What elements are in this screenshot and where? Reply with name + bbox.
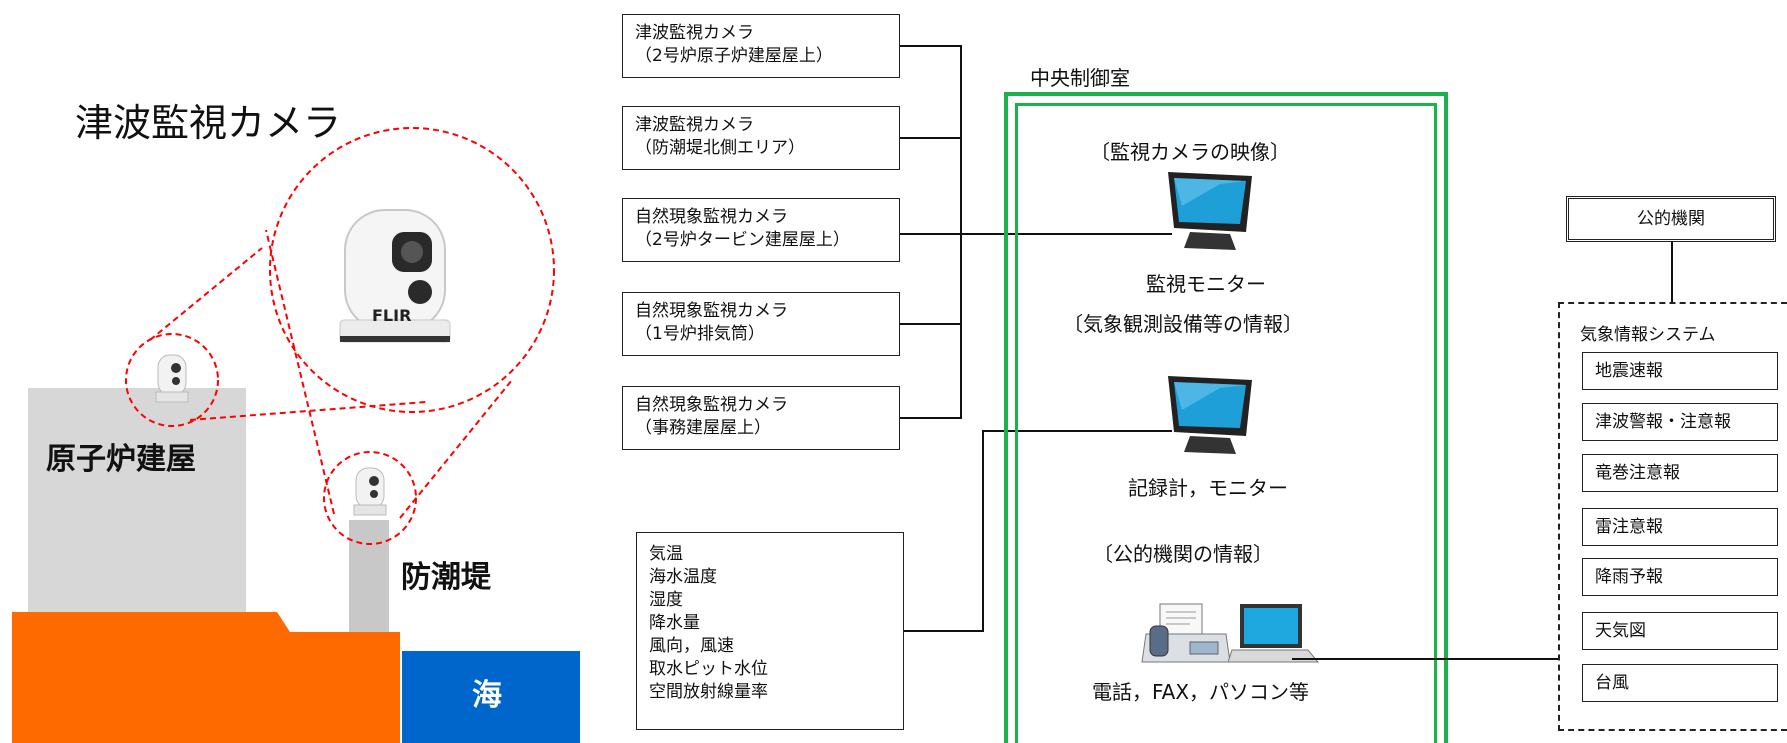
camera-box-2-line2: （防潮堤北側エリア） (635, 138, 805, 158)
camera-box-1: 津波監視カメラ （2号炉原子炉建屋屋上） (622, 14, 900, 78)
seawall (349, 520, 389, 632)
control-room-title: 中央制御室 (1030, 66, 1130, 90)
weather-item: 気温 (649, 544, 683, 564)
site-illustration (12, 127, 580, 743)
weather-item: 降水量 (649, 613, 700, 633)
public-agency-title: 公的機関 (1637, 209, 1705, 229)
weather-info-system (1558, 302, 1787, 731)
camera-circle-zoom (269, 127, 555, 413)
connector-cam-bus (960, 45, 962, 419)
connector-weather-h1 (904, 630, 984, 632)
camera-box-1-line1: 津波監視カメラ (635, 23, 754, 43)
camera-box-2-line1: 津波監視カメラ (635, 115, 754, 135)
sea-label: 海 (472, 678, 502, 713)
connector-cam2 (900, 137, 962, 139)
agency-list-item: 台風 (1582, 664, 1778, 702)
section-camera-video: 〔監視カメラの映像〕 (1090, 140, 1290, 164)
tsunami-camera-title: 津波監視カメラ (75, 101, 342, 145)
agency-list-item: 降雨予報 (1582, 558, 1778, 596)
reactor-building-label: 原子炉建屋 (46, 442, 196, 477)
monitor-icon (1168, 172, 1252, 250)
camera-brand: FLIR (372, 306, 412, 325)
camera-box-5: 自然現象監視カメラ （事務建屋屋上） (622, 386, 900, 450)
monitor1-label: 監視モニター (1146, 272, 1266, 296)
connector-cam5 (900, 417, 962, 419)
connector-agency-down (1671, 242, 1673, 302)
control-room-frame (1004, 92, 1448, 743)
camera-icon-reactor (155, 354, 189, 403)
laptop-icon (1228, 604, 1320, 663)
camera-box-3-line2: （2号炉タービン建屋屋上） (635, 230, 850, 250)
connector-cam3-to-monitor (900, 233, 1172, 235)
camera-box-1-line2: （2号炉原子炉建屋屋上） (635, 46, 833, 66)
fax-phone-icon (1141, 603, 1231, 663)
weather-data-box: 気温 海水温度 湿度 降水量 風向，風速 取水ピット水位 空間放射線量率 (636, 532, 904, 730)
public-agency-box: 公的機関 (1566, 196, 1776, 242)
weather-item: 湿度 (649, 590, 683, 610)
ground-terrain (12, 612, 400, 743)
seawall-label: 防潮堤 (401, 560, 491, 595)
camera-box-4-line2: （1号炉排気筒） (635, 324, 765, 344)
weather-system-title: 気象情報システム (1580, 325, 1716, 345)
camera-circle-seawall (323, 451, 417, 545)
camera-icon-seawall (353, 467, 387, 516)
weather-item: 空間放射線量率 (649, 682, 768, 702)
weather-item: 風向，風速 (649, 636, 734, 656)
weather-item: 取水ピット水位 (649, 659, 768, 679)
connector-weather-v (982, 430, 984, 632)
camera-box-5-line2: （事務建屋屋上） (635, 418, 771, 438)
reactor-building (28, 388, 246, 612)
agency-list-item: 地震速報 (1582, 352, 1778, 390)
camera-box-5-line1: 自然現象監視カメラ (635, 395, 788, 415)
devices-label: 電話，FAX，パソコン等 (1092, 680, 1310, 704)
control-room-frame-inner (1015, 103, 1437, 743)
section-public-info: 〔公的機関の情報〕 (1093, 542, 1273, 566)
connector-cam4 (900, 323, 962, 325)
camera-box-3-line1: 自然現象監視カメラ (635, 207, 788, 227)
connector-devices-to-agency (1292, 658, 1558, 660)
monitor-icon (1168, 376, 1252, 454)
camera-box-4: 自然現象監視カメラ （1号炉排気筒） (622, 292, 900, 356)
camera-box-4-line1: 自然現象監視カメラ (635, 301, 788, 321)
weather-item: 海水温度 (649, 567, 717, 587)
connector-cam1 (900, 45, 962, 47)
agency-list-item: 津波警報・注意報 (1582, 403, 1778, 441)
sea-area (402, 651, 580, 743)
agency-list-item: 竜巻注意報 (1582, 454, 1778, 492)
camera-box-2: 津波監視カメラ （防潮堤北側エリア） (622, 106, 900, 170)
camera-icon-zoomed (339, 209, 451, 343)
agency-list-item: 天気図 (1582, 612, 1778, 650)
monitor2-label: 記録計，モニター (1128, 476, 1288, 500)
section-weather-info: 〔気象観測設備等の情報〕 (1063, 312, 1303, 336)
camera-circle-reactor (125, 333, 219, 427)
connector-weather-h2 (982, 430, 1172, 432)
camera-box-3: 自然現象監視カメラ （2号炉タービン建屋屋上） (622, 198, 900, 262)
agency-list-item: 雷注意報 (1582, 508, 1778, 546)
